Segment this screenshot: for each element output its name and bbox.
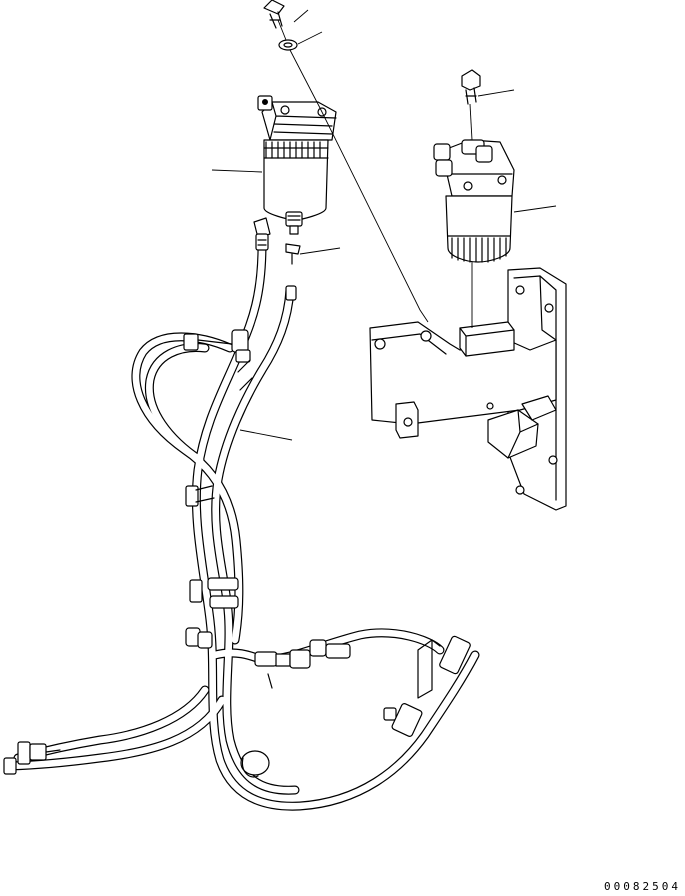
hose-clamp-lower — [185, 627, 213, 649]
fuel-filter-right — [433, 139, 515, 263]
hose-fitting — [253, 217, 271, 251]
bolt-top — [263, 0, 285, 29]
fuel-filter-left — [257, 95, 337, 235]
leader-lines — [211, 9, 557, 441]
drawing-number: 00082504 — [604, 880, 681, 893]
assembly-lines — [277, 19, 473, 328]
hose-end-fittings-left — [3, 741, 61, 775]
hose-harness — [3, 240, 480, 811]
hose-clamp-middle — [189, 577, 239, 609]
hose-clamp-upper — [185, 485, 215, 507]
washer — [278, 39, 298, 51]
clamp-small — [285, 243, 301, 301]
bolt-right — [461, 69, 481, 105]
hose-fitting-mid — [254, 639, 351, 689]
hose-clamp-bottom — [240, 635, 471, 778]
hose-junction-upper — [183, 329, 253, 391]
filter-bracket — [369, 267, 567, 511]
